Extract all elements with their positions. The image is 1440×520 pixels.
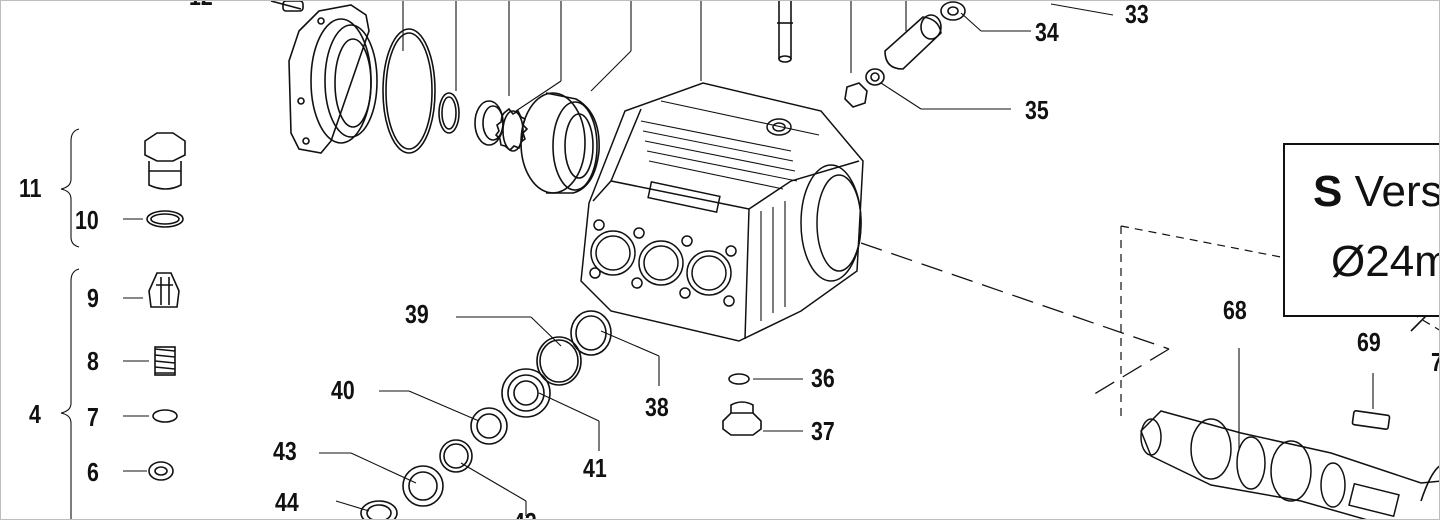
label-42: 42 <box>513 509 537 519</box>
version-letter: S <box>1313 167 1343 216</box>
part-34-sleeve <box>884 14 942 70</box>
label-34: 34 <box>1035 17 1059 47</box>
version-word: Version <box>1354 167 1439 216</box>
label-40: 40 <box>331 375 355 405</box>
label-38: 38 <box>645 392 669 422</box>
part-6-seat <box>148 461 174 481</box>
label-35: 35 <box>1025 95 1049 125</box>
part-rear-cover <box>288 4 378 154</box>
label-4: 4 <box>29 399 41 429</box>
label-37: 37 <box>811 416 835 446</box>
label-44: 44 <box>275 487 299 517</box>
label-6: 6 <box>87 457 99 487</box>
part-7-disc <box>152 409 178 423</box>
part-42-ring <box>439 439 473 473</box>
part-38-seal <box>570 310 612 356</box>
label-8: 8 <box>87 346 99 376</box>
part-10-oring <box>146 210 184 228</box>
part-plunger-rod <box>777 1 793 63</box>
part-11-plug <box>144 132 186 190</box>
part-41-seal <box>501 368 551 418</box>
group-brackets <box>60 128 80 519</box>
part-33-washer <box>940 1 966 21</box>
part-35-nut <box>844 68 885 108</box>
label-39: 39 <box>405 299 429 329</box>
label-69: 69 <box>1357 327 1381 357</box>
label-10: 10 <box>75 205 99 235</box>
part-pump-housing <box>580 82 864 342</box>
label-70: 70 <box>1431 349 1439 375</box>
part-12 <box>270 1 304 12</box>
part-40-ring <box>470 407 508 445</box>
part-8-spring <box>154 346 176 376</box>
label-41: 41 <box>583 453 607 483</box>
label-68: 68 <box>1223 295 1247 325</box>
assembly-dashed-lines <box>860 242 1170 397</box>
label-12: 12 <box>189 1 213 9</box>
part-9-valve <box>148 272 180 308</box>
part-39-oring <box>536 336 582 386</box>
part-orings-top <box>382 28 529 154</box>
part-44-ring <box>360 500 398 519</box>
label-43: 43 <box>273 436 297 466</box>
label-33: 33 <box>1125 0 1149 29</box>
part-43-seal <box>402 465 444 507</box>
part-69-key <box>1351 410 1391 430</box>
version-size: Ø24mm <box>1331 237 1439 286</box>
version-callout-box: S Version Ø24mm <box>1283 143 1439 317</box>
part-bearing <box>520 92 600 194</box>
part-37-plug <box>722 401 762 436</box>
label-7: 7 <box>87 402 99 432</box>
part-70 <box>1410 301 1439 502</box>
label-36: 36 <box>811 363 835 393</box>
label-11: 11 <box>19 173 42 203</box>
part-36-oring <box>728 373 750 385</box>
version-title: S Version <box>1313 167 1439 217</box>
part-68-camshaft <box>1140 410 1439 519</box>
label-9: 9 <box>87 283 99 313</box>
leader-lines <box>123 1 1374 516</box>
